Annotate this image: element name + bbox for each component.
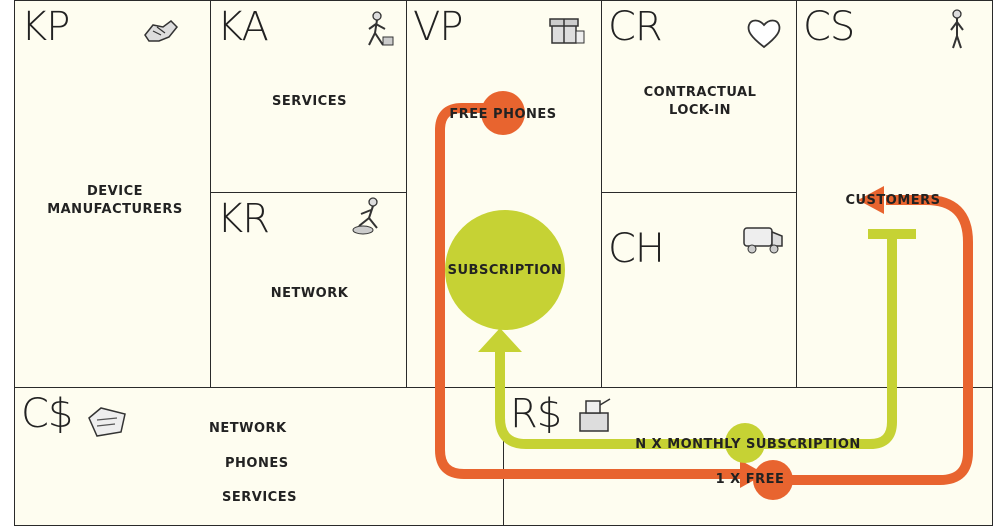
key-activities-code: KA xyxy=(217,4,269,50)
handshake-icon xyxy=(139,9,183,53)
customer-relationships-code: CR xyxy=(608,4,663,50)
cost-structure-code: C$ xyxy=(21,391,73,437)
customer-segments-code: CS xyxy=(803,4,855,50)
key-partners-cell: KP DEVICE MANUFACTURERS xyxy=(14,0,211,388)
key-activities-cell: KA SERVICES xyxy=(210,0,407,193)
worker-icon xyxy=(347,195,391,239)
customer-relationships-cell: CR CONTRACTUAL LOCK-IN xyxy=(601,0,797,193)
key-partners-code: KP xyxy=(21,4,70,50)
free-phones-label: FREE PHONES xyxy=(449,107,557,122)
channels-code: CH xyxy=(608,226,665,272)
revenue-streams-code: R$ xyxy=(510,391,562,437)
services-activity-label: SERVICES xyxy=(272,94,347,109)
subscription-label: SUBSCRIPTION xyxy=(447,263,563,278)
worker-icon xyxy=(357,7,401,51)
truck-icon xyxy=(742,217,786,261)
value-propositions-cell: VP xyxy=(406,0,602,388)
monthly-subscription-label: N X MONTHLY SUBSCRIPTION xyxy=(635,437,861,452)
customers-label: CUSTOMERS xyxy=(845,193,941,208)
key-resources-cell: KR NETWORK xyxy=(210,192,407,388)
cost-phones-label: PHONES xyxy=(225,456,289,471)
device-manufacturers-label: DEVICE MANUFACTURERS xyxy=(47,184,183,217)
cash-register-icon xyxy=(572,394,616,438)
price-tag-icon xyxy=(85,400,129,444)
channels-cell: CH xyxy=(601,192,797,388)
gift-icon xyxy=(545,7,589,51)
one-free-label: 1 X FREE xyxy=(715,472,785,487)
person-icon xyxy=(935,7,979,51)
contractual-lock-in-label: CONTRACTUAL LOCK-IN xyxy=(643,85,757,118)
cost-network-label: NETWORK xyxy=(209,421,287,436)
cost-structure-cell: C$ NETWORK PHONES SERVICES xyxy=(14,387,504,526)
cost-services-label: SERVICES xyxy=(222,490,297,505)
network-resource-label: NETWORK xyxy=(270,286,349,301)
key-resources-code: KR xyxy=(217,196,270,242)
value-propositions-code: VP xyxy=(413,4,463,50)
revenue-streams-cell: R$ xyxy=(503,387,993,526)
heart-icon xyxy=(742,11,786,55)
